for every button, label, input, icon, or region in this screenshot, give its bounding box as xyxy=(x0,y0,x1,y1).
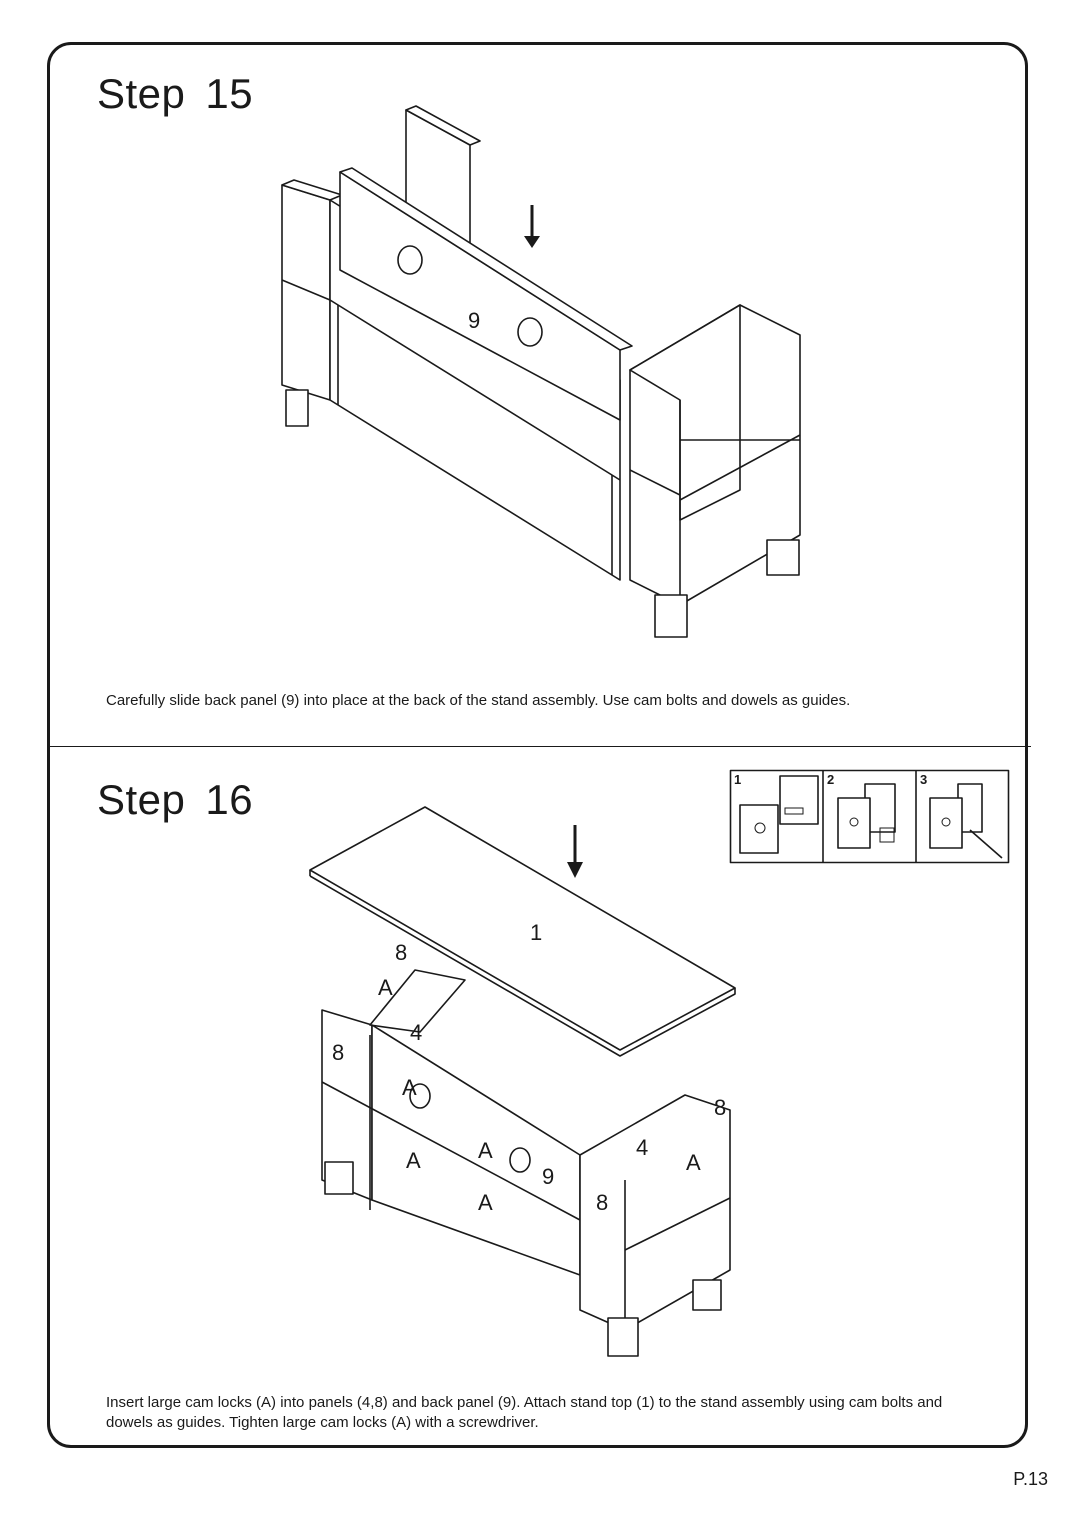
callout-inner-panel-left: 4 xyxy=(410,1020,422,1045)
inset-1-panels xyxy=(739,775,819,854)
step-16-title: Step 16 xyxy=(97,776,253,824)
callout-right-panel-front: 8 xyxy=(596,1190,608,1215)
step-number: 15 xyxy=(205,70,254,117)
step-word: Step xyxy=(97,70,186,117)
step-word: Step xyxy=(97,776,186,823)
stand-top-1: 1 xyxy=(309,806,736,1057)
inset-step-2: 2 xyxy=(827,772,834,787)
callout-back-panel: 9 xyxy=(542,1164,554,1189)
inset-step-3: 3 xyxy=(920,772,927,787)
callout-cam-lock: A xyxy=(478,1190,493,1215)
left-side-panel xyxy=(281,179,343,427)
back-panel-9: 9 xyxy=(339,167,633,421)
callout-cam-lock: A xyxy=(478,1138,493,1163)
step-16-illustration: 1 8 A 4 8 A A A 9 A 4 A 8 8 xyxy=(309,806,736,1357)
callout-cam-lock: A xyxy=(686,1150,701,1175)
right-cabinet xyxy=(629,304,801,638)
step-15-illustration: 9 xyxy=(281,105,801,638)
inset-3-panels xyxy=(929,783,1003,859)
step-15-title: Step 15 xyxy=(97,70,253,118)
insertion-arrow xyxy=(567,825,583,878)
callout-top: 1 xyxy=(530,920,542,945)
callout-cam-lock: A xyxy=(378,975,393,1000)
callout-inner-panel-right: 4 xyxy=(636,1135,648,1160)
page-frame xyxy=(47,42,1028,1448)
callout-right-panel-top: 8 xyxy=(714,1095,726,1120)
callout-cam-lock: A xyxy=(406,1148,421,1173)
page-number: P.13 xyxy=(1013,1469,1048,1489)
insertion-arrow xyxy=(524,205,540,248)
inset-step-1: 1 xyxy=(734,772,741,787)
step-number: 16 xyxy=(205,776,254,823)
callout-cam-lock: A xyxy=(402,1075,417,1100)
panel-callout-9: 9 xyxy=(468,308,480,333)
base-assembly xyxy=(321,969,731,1357)
callout-left-panel-side: 8 xyxy=(332,1040,344,1065)
step-15-instructions: Carefully slide back panel (9) into plac… xyxy=(106,692,851,709)
callout-left-panel-top: 8 xyxy=(395,940,407,965)
section-divider xyxy=(47,746,1031,747)
step-16-instructions: Insert large cam locks (A) into panels (… xyxy=(106,1394,943,1431)
cam-lock-inset: 1 2 3 xyxy=(729,769,1010,864)
inset-2-panels xyxy=(837,783,896,849)
